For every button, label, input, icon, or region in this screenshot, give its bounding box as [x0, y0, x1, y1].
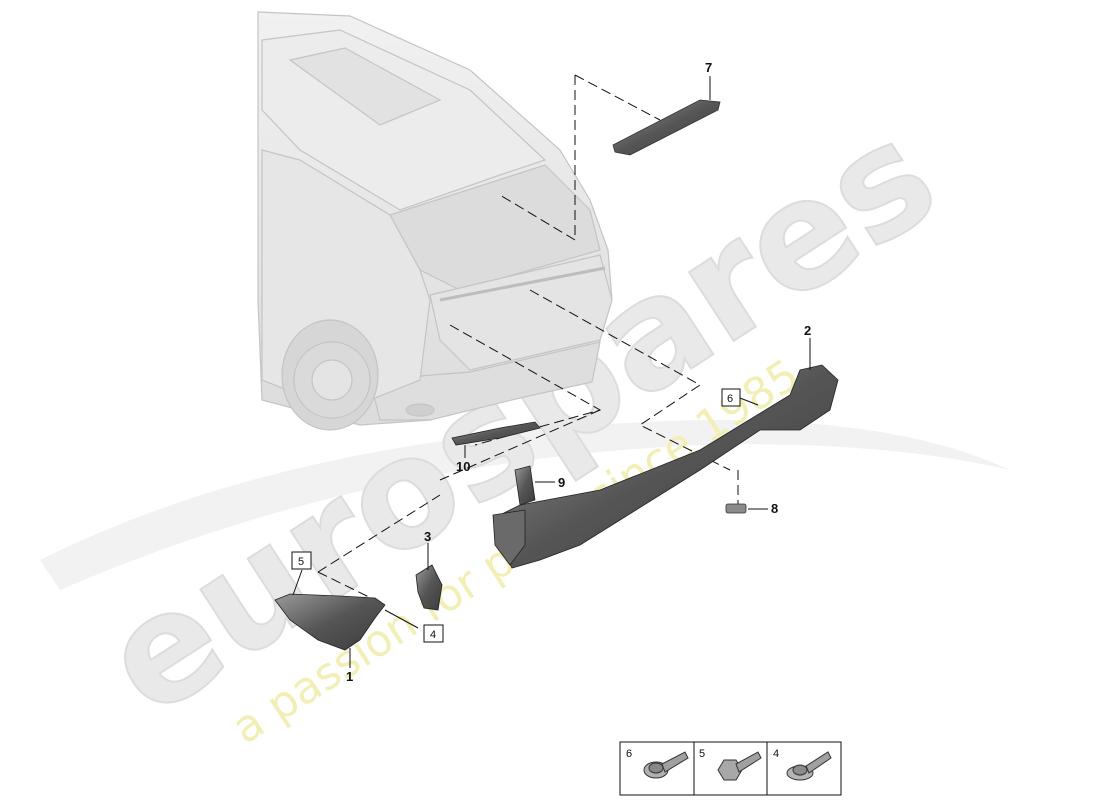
boxed-ref-6[interactable]: 6 [721, 388, 741, 407]
tailgate [429, 254, 613, 371]
part-8-shape [725, 503, 747, 514]
boxed-ref-5[interactable]: 5 [291, 551, 312, 570]
part-1-side-trim[interactable] [274, 593, 386, 651]
bolt-with-washer-icon [786, 751, 832, 781]
part-3-shape [415, 564, 443, 611]
legend-number-6: 6 [626, 748, 632, 760]
part-10-shape [451, 421, 541, 446]
part-7-light-strip[interactable] [612, 99, 721, 156]
callout-line-5 [292, 569, 303, 596]
boxed-ref-5-frame [291, 551, 312, 570]
watermark-swoosh [40, 419, 1010, 590]
boxed-ref-4-frame [423, 624, 444, 643]
part-8-clip[interactable] [725, 503, 747, 514]
legend-item-5[interactable]: 5 [699, 748, 762, 781]
callout-line-6 [739, 397, 759, 406]
leader-2 [529, 289, 731, 471]
leader-5 [317, 494, 441, 573]
leader-7 [499, 75, 576, 241]
leader-7b [574, 74, 661, 121]
callout-2[interactable]: 2 [804, 323, 811, 338]
rear-wheel-hub [311, 359, 353, 401]
boxed-ref-4[interactable]: 4 [423, 624, 444, 643]
legend-number-4: 4 [773, 748, 779, 760]
flange-bolt-with-washer-icon [643, 751, 689, 779]
boxed-ref-5-label: 5 [298, 556, 304, 568]
callout-10[interactable]: 10 [456, 459, 470, 474]
part-2-impact-bar[interactable] [492, 364, 839, 569]
legend-item-4[interactable]: 4 [773, 748, 832, 781]
hex-flange-bolt-icon [717, 751, 762, 781]
part-10-reflector[interactable] [451, 421, 541, 446]
car-sunroof [288, 47, 442, 126]
callout-9[interactable]: 9 [558, 475, 565, 490]
callout-lines [292, 76, 811, 668]
part-2-shape [499, 364, 839, 569]
callout-7[interactable]: 7 [705, 60, 712, 75]
part-9-bracket[interactable] [514, 465, 536, 506]
boxed-ref-6-frame [721, 388, 741, 407]
boxed-ref-4-label: 4 [430, 629, 436, 641]
part-9-shape [514, 465, 536, 506]
vehicle-rear-view [257, 11, 613, 431]
callout-8[interactable]: 8 [771, 501, 778, 516]
part-1-shape [274, 593, 386, 651]
leader-5b [317, 571, 376, 601]
rear-light-bar [439, 266, 606, 302]
part-2-bracket-left [492, 509, 526, 566]
callout-line-4 [384, 609, 419, 629]
part-3-mount[interactable] [415, 564, 443, 611]
rear-bumper-area [369, 341, 601, 421]
boxed-ref-6-label: 6 [727, 393, 733, 405]
callout-1[interactable]: 1 [346, 669, 353, 684]
legend-number-5: 5 [699, 748, 705, 760]
legend-item-6[interactable]: 6 [626, 748, 689, 779]
part-7-shape [612, 99, 721, 156]
fastener-legend: 6 5 4 [619, 741, 842, 796]
callout-3[interactable]: 3 [424, 529, 431, 544]
exhaust [405, 403, 435, 417]
